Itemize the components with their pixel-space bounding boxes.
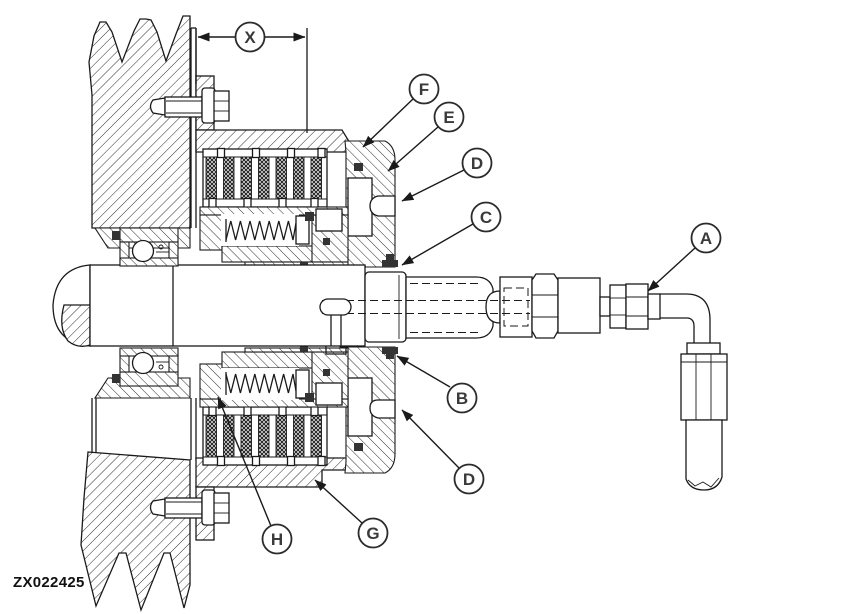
figure-id: ZX022425 [13, 574, 85, 591]
dimension-x: X [195, 21, 308, 133]
hidden-lines [319, 283, 530, 355]
seal-upper [354, 163, 363, 171]
clutch-disc-pack-lower [202, 405, 328, 467]
shaft-collar [364, 271, 407, 343]
callout-g: G [357, 517, 389, 549]
callout-leaders [217, 98, 696, 527]
port-boss-upper [369, 195, 396, 217]
callout-g-label: G [366, 524, 379, 543]
piston-cavity-lower [347, 377, 373, 437]
callout-b: B [446, 382, 478, 414]
hose-crimp-body [680, 353, 728, 421]
mounting-bolt-upper [149, 87, 230, 124]
oil-passage [325, 346, 347, 355]
hose [685, 419, 723, 491]
callout-f: F [408, 73, 440, 105]
port-boss-lower [369, 399, 396, 419]
clutch-disc-pack-upper [202, 147, 328, 209]
retaining-ring-b [382, 347, 398, 354]
callout-a-label: A [700, 229, 712, 248]
seal-lower [354, 443, 363, 451]
adapter [499, 276, 533, 338]
release-spring-upper [221, 212, 314, 246]
coupling-nut [531, 273, 559, 339]
callout-f-label: F [419, 80, 429, 99]
release-spring-lower [221, 368, 314, 402]
callout-d-lower-label: D [463, 470, 475, 489]
mounting-bolt-lower [149, 489, 230, 526]
fitting-body [557, 277, 601, 334]
callout-d-upper-label: D [471, 154, 483, 173]
callout-a: A [690, 222, 722, 254]
oil-slot [319, 298, 352, 316]
callout-e-label: E [443, 108, 454, 127]
clutch-hub-lower [199, 346, 349, 408]
pilot-nose [485, 290, 501, 324]
callout-h: H [261, 523, 293, 555]
piston-cavity-upper [347, 177, 373, 237]
hex-nut-a [625, 283, 649, 330]
callout-c-label: C [480, 208, 492, 227]
bearing-ball-upper [131, 239, 155, 263]
callout-e: E [433, 101, 465, 133]
dimension-x-label: X [244, 28, 256, 47]
callout-c: C [470, 201, 502, 233]
shaft-fittings [405, 273, 711, 344]
hex-a1 [609, 284, 627, 329]
dimension-x-bubble [234, 21, 266, 53]
bearing-upper [112, 227, 179, 267]
callout-d-lower: D [453, 463, 485, 495]
callout-d-upper: D [461, 147, 493, 179]
extension-tube [405, 276, 494, 339]
callouts: F E D C A B D G [261, 73, 722, 555]
callout-h-label: H [271, 530, 283, 549]
hose-assembly [680, 342, 728, 491]
elbow-fitting [660, 293, 711, 344]
shaft [52, 254, 407, 359]
bearing-lower [112, 347, 179, 387]
bearing-ball-lower [131, 351, 155, 375]
seal-ring-c [382, 260, 398, 267]
callout-b-label: B [456, 389, 468, 408]
hose-collar [686, 342, 721, 355]
